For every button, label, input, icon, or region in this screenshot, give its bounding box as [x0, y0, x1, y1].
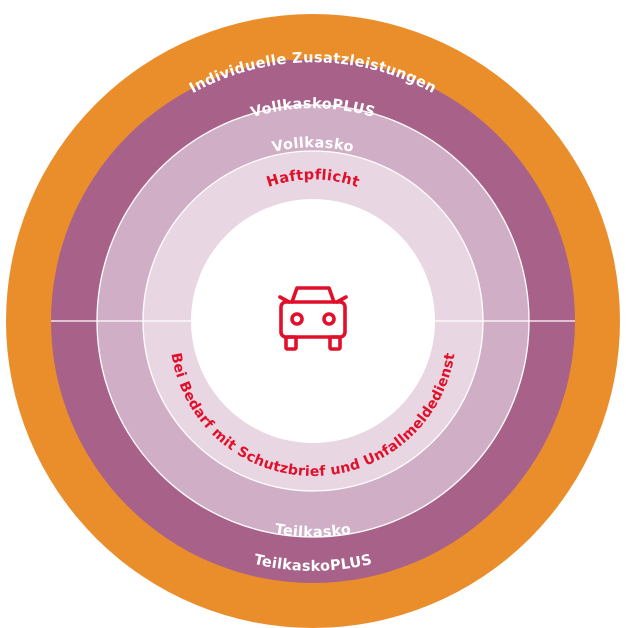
- label-teilkasko-plus: TeilkaskoPLUS: [252, 552, 373, 575]
- svg-text:Vollkasko: Vollkasko: [271, 135, 356, 156]
- label-vollkasko: Vollkasko: [271, 135, 355, 156]
- svg-text:Teilkasko: Teilkasko: [274, 521, 353, 540]
- label-teilkasko: Teilkasko: [274, 521, 352, 540]
- svg-text:TeilkaskoPLUS: TeilkaskoPLUS: [252, 552, 373, 575]
- car-icon: [278, 286, 348, 351]
